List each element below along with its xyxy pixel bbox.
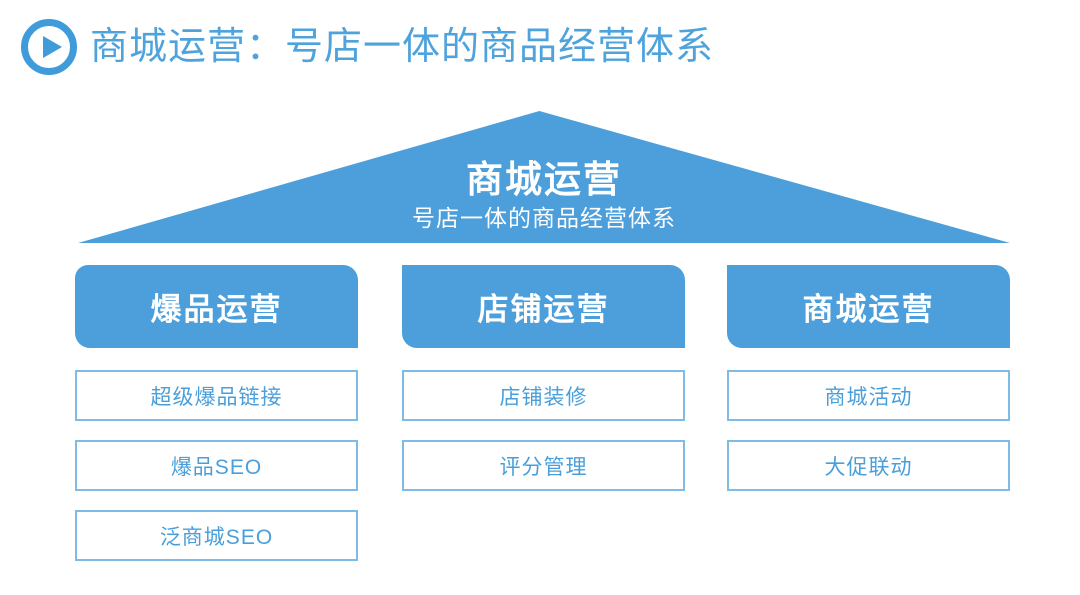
item-box: 店铺装修	[402, 370, 685, 421]
column-shangcheng-yunying: 商城运营 商城活动 大促联动	[727, 265, 1010, 491]
roof-title: 商城运营	[466, 159, 622, 200]
roof-triangle: 商城运营 号店一体的商品经营体系	[78, 111, 1010, 243]
column-baopin-yunying: 爆品运营 超级爆品链接 爆品SEO 泛商城SEO	[75, 265, 358, 561]
page-title: 商城运营：号店一体的商品经营体系	[90, 26, 715, 68]
column-header: 爆品运营	[75, 265, 358, 348]
column-dianpu-yunying: 店铺运营 店铺装修 评分管理	[402, 265, 685, 491]
item-box: 商城活动	[727, 370, 1010, 421]
slide-header: 商城运营：号店一体的商品经营体系	[0, 0, 1080, 90]
item-box: 爆品SEO	[75, 440, 358, 491]
item-box: 大促联动	[727, 440, 1010, 491]
item-box: 评分管理	[402, 440, 685, 491]
item-box: 泛商城SEO	[75, 510, 358, 561]
roof-subtitle: 号店一体的商品经营体系	[412, 205, 676, 231]
column-header: 店铺运营	[402, 265, 685, 348]
item-box: 超级爆品链接	[75, 370, 358, 421]
column-items: 商城活动 大促联动	[727, 370, 1010, 491]
column-header: 商城运营	[727, 265, 1010, 348]
play-circle-icon	[20, 18, 78, 76]
column-items: 超级爆品链接 爆品SEO 泛商城SEO	[75, 370, 358, 561]
column-items: 店铺装修 评分管理	[402, 370, 685, 491]
